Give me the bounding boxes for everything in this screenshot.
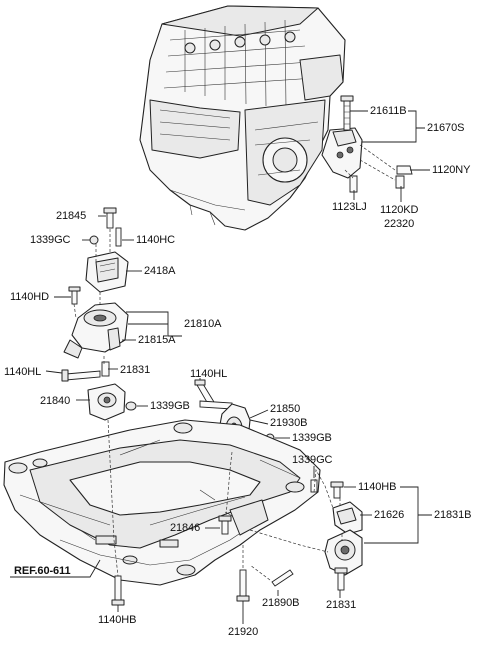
label-1140hl-center: 1140HL — [190, 368, 228, 380]
label-21930b: 21930B — [270, 417, 308, 429]
label-2418a: 2418A — [144, 265, 176, 277]
mount-21840 — [61, 361, 137, 421]
label-21920: 21920 — [228, 626, 259, 638]
mount-21831b — [111, 479, 363, 606]
label-1123lj: 1123LJ — [332, 201, 367, 213]
label-21831b: 21831B — [434, 509, 472, 521]
label-21611b: 21611B — [370, 105, 407, 117]
label-1120kd: 1120KD — [380, 204, 419, 216]
engine-block — [139, 5, 346, 231]
engine-bracket — [321, 95, 413, 193]
label-21815a: 21815A — [138, 334, 176, 346]
label-21850: 21850 — [270, 403, 301, 415]
assembly-center-lines — [103, 356, 343, 581]
label-1140hb-lower: 1140HB — [98, 614, 137, 626]
subframe — [3, 419, 321, 586]
label-22320: 22320 — [384, 218, 415, 230]
label-21831-upper: 21831 — [120, 364, 151, 376]
label-1339gc-upper: 1339GC — [30, 234, 71, 246]
label-1339gb-left: 1339GB — [150, 400, 190, 412]
label-21810a: 21810A — [184, 318, 222, 330]
label-1339gb-right: 1339GB — [292, 432, 332, 444]
label-1140hc: 1140HC — [136, 234, 175, 246]
label-21831-lower: 21831 — [326, 599, 357, 611]
label-21626: 21626 — [374, 509, 405, 521]
label-1120ny: 1120NY — [432, 164, 471, 176]
label-21846: 21846 — [170, 522, 201, 534]
label-1140hl-left: 1140HL — [4, 366, 42, 378]
label-1140hd: 1140HD — [10, 291, 49, 303]
engine-mount-21810a — [63, 207, 129, 359]
label-1339gc-lower: 1339GC — [292, 454, 333, 466]
label-ref-60-611: REF.60-611 — [14, 565, 71, 577]
label-1140hb-right: 1140HB — [358, 481, 397, 493]
label-21670s: 21670S — [427, 122, 465, 134]
label-21840: 21840 — [40, 395, 71, 407]
leader-lines — [10, 110, 432, 624]
label-21845: 21845 — [56, 210, 87, 222]
label-21890b: 21890B — [262, 597, 300, 609]
